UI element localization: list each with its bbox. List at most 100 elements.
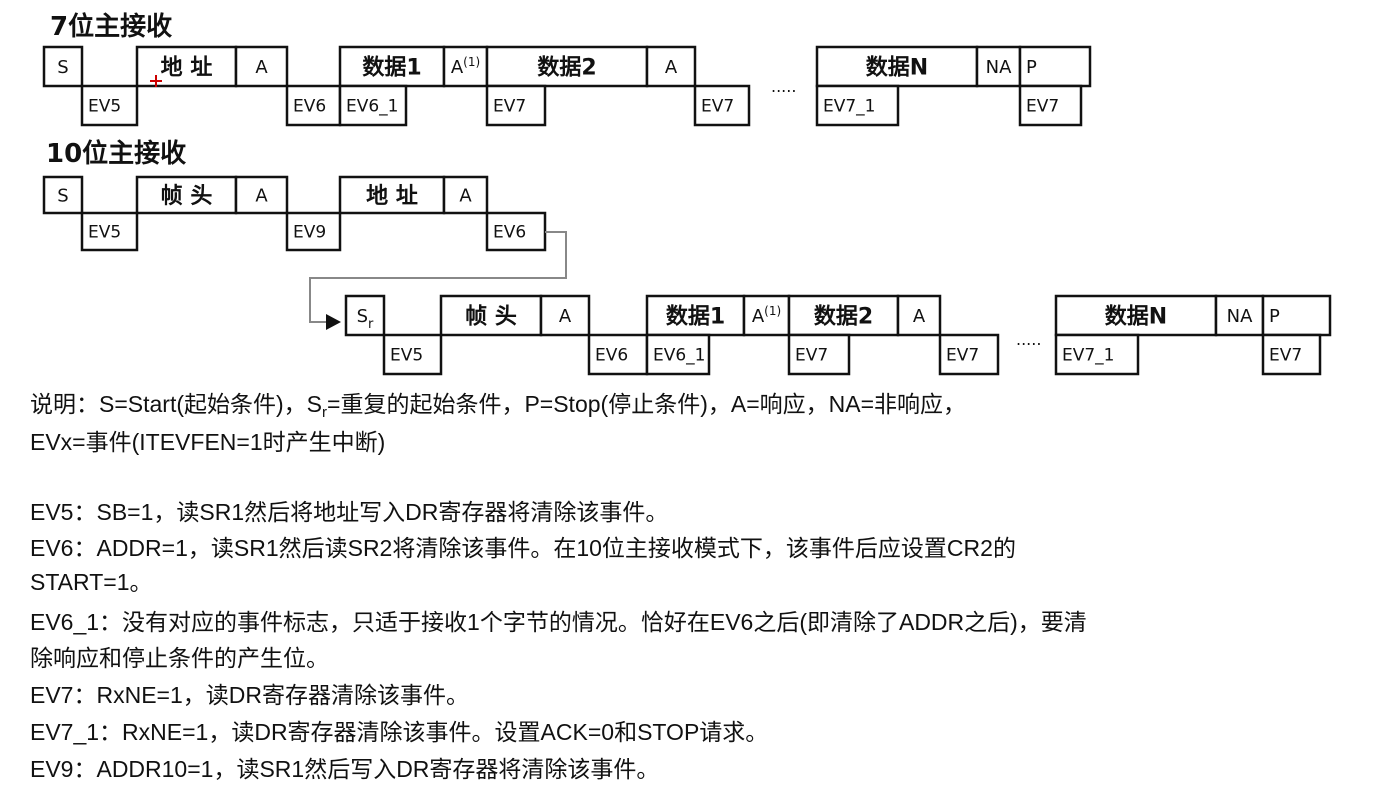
legend-subscript: r bbox=[322, 404, 328, 421]
svg-text:P: P bbox=[1026, 57, 1037, 78]
svg-text:EV5: EV5 bbox=[390, 346, 423, 366]
note-ev6-line1: EV6：ADDR=1，读SR1然后读SR2将清除该事件。在10位主接收模式下，该… bbox=[30, 535, 1016, 561]
note-ev6-1-line1: EV6_1：没有对应的事件标志，只适于接收1个字节的情况。恰好在EV6之后(即清… bbox=[30, 609, 1087, 635]
seq10b-field-2: A bbox=[539, 294, 591, 337]
svg-text:A: A bbox=[255, 185, 268, 206]
seq10b-field-4: A(1) bbox=[742, 294, 791, 337]
seq7-field-6: A bbox=[645, 45, 697, 88]
seq10b-event-4: EV7 bbox=[938, 333, 1000, 376]
seq10b-field-5: 数据2 bbox=[787, 294, 900, 337]
seq7-field-9: P bbox=[1018, 45, 1092, 88]
legend-line-1: 说明：S=Start(起始条件)，Sr=重复的起始条件，P=Stop(停止条件)… bbox=[30, 390, 966, 427]
note-ev6-1-line2: 除响应和停止条件的产生位。 bbox=[30, 645, 329, 671]
legend-text-start: 说明：S=Start(起始条件)，S bbox=[30, 391, 323, 417]
svg-text:S: S bbox=[57, 57, 68, 78]
title-10bit-master-receive: 10位主接收 bbox=[46, 139, 187, 169]
svg-text:EV7: EV7 bbox=[795, 346, 828, 366]
note-ev5: EV5：SB=1，读SR1然后将地址写入DR寄存器将清除该事件。 bbox=[30, 499, 669, 525]
seq7-field-2: A bbox=[234, 45, 289, 88]
seq10b-event-5: EV7_1 bbox=[1054, 333, 1140, 376]
note-ev6-line2: START=1。 bbox=[30, 569, 153, 595]
svg-text:帧 头: 帧 头 bbox=[161, 184, 213, 209]
seq10a-event-0: EV5 bbox=[80, 211, 139, 252]
seq10b-event-2: EV6_1 bbox=[645, 333, 711, 376]
seq10a-field-1: 帧 头 bbox=[135, 175, 238, 215]
seq7-field-3: 数据1 bbox=[338, 45, 446, 88]
seq10b-field-7: 数据N bbox=[1054, 294, 1218, 337]
seq10b-field-8: NA bbox=[1214, 294, 1265, 337]
svg-text:EV7_1: EV7_1 bbox=[823, 97, 876, 117]
svg-text:EV7: EV7 bbox=[701, 97, 734, 117]
seq10b-field-3: 数据1 bbox=[645, 294, 746, 337]
restart-arrow-icon bbox=[326, 314, 341, 330]
note-ev7: EV7：RxNE=1，读DR寄存器清除该事件。 bbox=[30, 682, 469, 708]
svg-text:NA: NA bbox=[986, 57, 1012, 78]
seq10a-field-2: A bbox=[234, 175, 289, 215]
svg-text:A: A bbox=[255, 57, 268, 78]
svg-text:帧 头: 帧 头 bbox=[465, 304, 517, 329]
svg-text:EV6: EV6 bbox=[493, 223, 526, 243]
note-ev7-1: EV7_1：RxNE=1，读DR寄存器清除该事件。设置ACK=0和STOP请求。 bbox=[30, 719, 769, 745]
seq10a-event-2: EV6 bbox=[485, 211, 547, 252]
seq7-field-0: S bbox=[42, 45, 84, 88]
svg-text:EV9: EV9 bbox=[293, 223, 326, 243]
restart-connector bbox=[309, 231, 567, 323]
seq10b-ellipsis: ..... bbox=[1016, 330, 1041, 349]
seq7-event-0: EV5 bbox=[80, 84, 139, 127]
seq7-field-5: 数据2 bbox=[485, 45, 649, 88]
svg-text:EV7: EV7 bbox=[946, 346, 979, 366]
svg-text:数据2: 数据2 bbox=[814, 303, 873, 329]
cursor-mark-icon bbox=[150, 75, 162, 87]
seq10b-event-3: EV7 bbox=[787, 333, 851, 376]
svg-text:EV7_1: EV7_1 bbox=[1062, 346, 1115, 366]
seq10b-event-0: EV5 bbox=[382, 333, 443, 376]
svg-text:EV6: EV6 bbox=[595, 346, 628, 366]
svg-text:地 址: 地 址 bbox=[366, 184, 418, 209]
svg-text:EV5: EV5 bbox=[88, 223, 121, 243]
note-ev9: EV9：ADDR10=1，读SR1然后写入DR寄存器将清除该事件。 bbox=[30, 756, 660, 782]
seq7-field-4: A(1) bbox=[442, 45, 489, 88]
seq10b-event-6: EV7 bbox=[1261, 333, 1322, 376]
seq7-event-2: EV6_1 bbox=[338, 84, 408, 127]
svg-text:数据1: 数据1 bbox=[666, 303, 725, 329]
svg-text:地 址: 地 址 bbox=[161, 55, 213, 80]
svg-text:EV6_1: EV6_1 bbox=[653, 346, 706, 366]
seq10a-field-4: A bbox=[442, 175, 489, 215]
svg-text:A: A bbox=[913, 306, 926, 327]
seq10b-field-0: Sr bbox=[344, 294, 386, 337]
svg-text:数据N: 数据N bbox=[866, 54, 928, 80]
seq7-event-5: EV7_1 bbox=[815, 84, 900, 127]
seq10b-field-6: A bbox=[896, 294, 942, 337]
seq7-event-6: EV7 bbox=[1018, 84, 1083, 127]
svg-text:S: S bbox=[57, 185, 68, 206]
seq10b-field-1: 帧 头 bbox=[439, 294, 543, 337]
svg-text:EV6: EV6 bbox=[293, 97, 326, 117]
seq10b-field-9: P bbox=[1261, 294, 1332, 337]
svg-text:EV6_1: EV6_1 bbox=[346, 97, 399, 117]
legend-text-rest: =重复的起始条件，P=Stop(停止条件)，A=响应，NA=非响应， bbox=[327, 391, 967, 417]
legend-line-2: EVx=事件(ITEVFEN=1时产生中断) bbox=[30, 429, 386, 455]
seq7-ellipsis: ..... bbox=[771, 77, 796, 96]
svg-text:数据2: 数据2 bbox=[537, 54, 596, 80]
seq7-event-1: EV6 bbox=[285, 84, 342, 127]
svg-text:EV7: EV7 bbox=[1269, 346, 1302, 366]
seq7-event-4: EV7 bbox=[693, 84, 751, 127]
seq10a-field-0: S bbox=[42, 175, 84, 215]
title-7bit-master-receive: 7位主接收 bbox=[50, 12, 173, 42]
seq7-field-8: NA bbox=[975, 45, 1022, 88]
svg-text:NA: NA bbox=[1227, 306, 1253, 327]
svg-text:EV7: EV7 bbox=[493, 97, 526, 117]
svg-text:EV7: EV7 bbox=[1026, 97, 1059, 117]
svg-text:A: A bbox=[665, 57, 678, 78]
seq10a-field-3: 地 址 bbox=[338, 175, 446, 215]
svg-text:A: A bbox=[559, 306, 572, 327]
svg-text:数据N: 数据N bbox=[1105, 303, 1167, 329]
svg-text:A: A bbox=[459, 185, 472, 206]
svg-text:数据1: 数据1 bbox=[362, 54, 421, 80]
seq7-field-7: 数据N bbox=[815, 45, 979, 88]
seq10a-event-1: EV9 bbox=[285, 211, 342, 252]
seq10b-event-1: EV6 bbox=[587, 333, 649, 376]
svg-text:P: P bbox=[1269, 306, 1280, 327]
seq7-event-3: EV7 bbox=[485, 84, 547, 127]
